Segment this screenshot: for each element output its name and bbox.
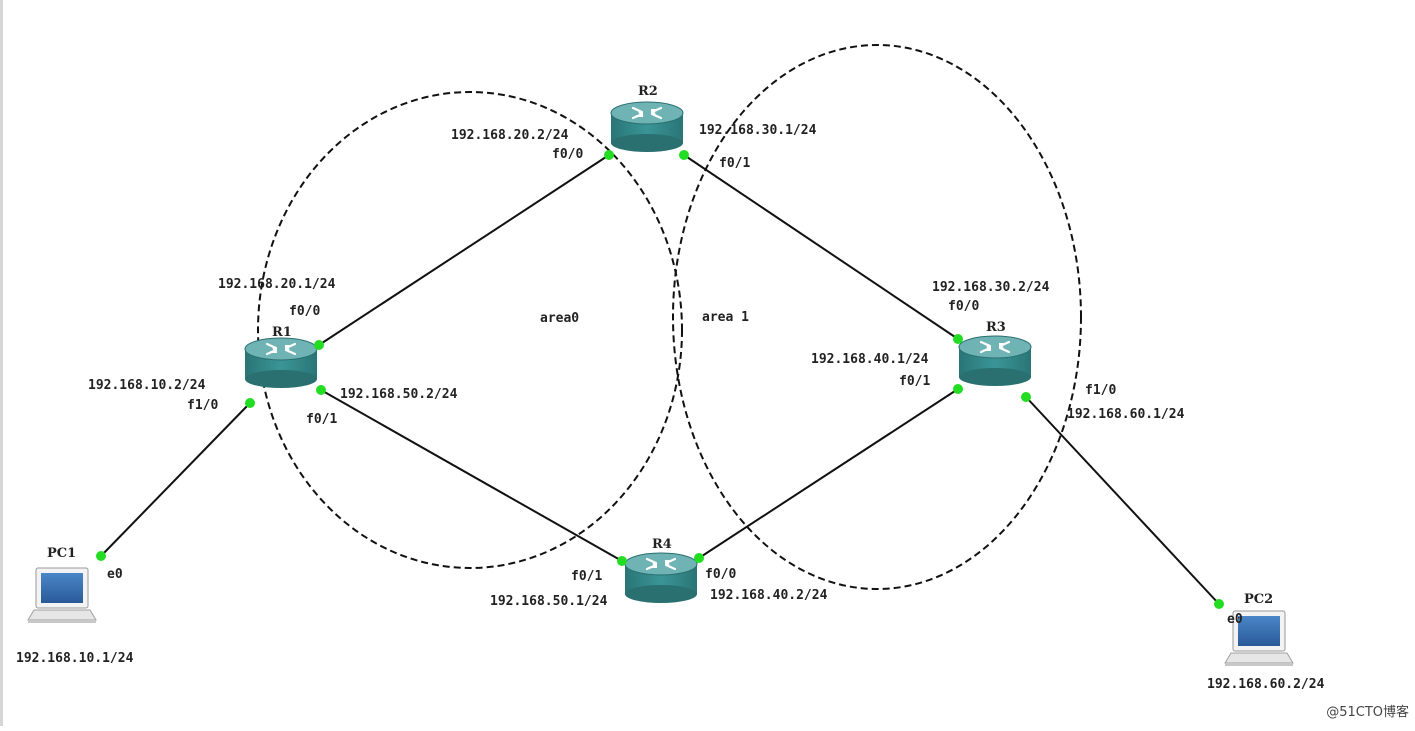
- link-r3-r4[interactable]: [698, 388, 959, 559]
- port-dot-pc1-e0: [96, 551, 106, 561]
- r4-f01-ip-label: 192.168.50.1/24: [490, 594, 608, 609]
- r2-f01-port-label: f0/1: [719, 156, 750, 171]
- router-name-r3: R3: [986, 320, 1006, 335]
- link-r1-r4[interactable]: [320, 389, 623, 562]
- link-r3-pc2[interactable]: [1025, 396, 1220, 605]
- port-dot-r4-f00: [694, 553, 704, 563]
- port-dot-r1-f01: [316, 385, 326, 395]
- port-dot-r3-f10: [1021, 392, 1031, 402]
- router-r4[interactable]: [623, 551, 699, 605]
- port-dot-r4-f01: [617, 556, 627, 566]
- router-r1[interactable]: [243, 336, 319, 390]
- r1-f00-ip-label: 192.168.20.1/24: [218, 277, 336, 292]
- port-dot-r3-f01: [953, 384, 963, 394]
- pc2-port-label: e0: [1227, 612, 1243, 627]
- r3-f10-port-label: f1/0: [1085, 383, 1116, 398]
- r2-f01-ip-label: 192.168.30.1/24: [699, 123, 817, 138]
- r3-f01-ip-label: 192.168.40.1/24: [811, 352, 929, 367]
- link-r2-r3[interactable]: [683, 154, 959, 340]
- area0-boundary: [257, 91, 683, 569]
- area1-label: area 1: [702, 310, 749, 325]
- r1-f00-port-label: f0/0: [289, 304, 320, 319]
- r4-f00-port-label: f0/0: [705, 567, 736, 582]
- r2-f00-port-label: f0/0: [552, 147, 583, 162]
- link-r1-r2[interactable]: [318, 154, 610, 346]
- router-icon: [623, 551, 699, 605]
- pc-name-pc2: PC2: [1244, 592, 1273, 607]
- canvas-left-border: [0, 0, 3, 726]
- router-r3[interactable]: [957, 334, 1033, 388]
- r4-f00-ip-label: 192.168.40.2/24: [710, 588, 828, 603]
- pc1-port-label: e0: [107, 567, 123, 582]
- router-name-r1: R1: [272, 325, 292, 340]
- port-dot-r2-f01: [679, 150, 689, 160]
- r3-f00-ip-label: 192.168.30.2/24: [932, 280, 1050, 295]
- pc2-ip-label: 192.168.60.2/24: [1207, 677, 1325, 692]
- router-icon: [957, 334, 1033, 388]
- computer-icon: [27, 567, 97, 624]
- router-icon: [243, 336, 319, 390]
- port-dot-r1-f00: [314, 340, 324, 350]
- r1-f01-port-label: f0/1: [306, 412, 337, 427]
- router-icon: [609, 100, 685, 154]
- watermark: @51CTO博客: [1326, 705, 1409, 720]
- pc-pc1[interactable]: [27, 567, 97, 624]
- r2-f00-ip-label: 192.168.20.2/24: [451, 128, 569, 143]
- router-name-r2: R2: [638, 84, 658, 99]
- port-dot-r3-f00: [953, 334, 963, 344]
- port-dot-pc2-e0: [1214, 599, 1224, 609]
- port-dot-r2-f00: [604, 150, 614, 160]
- router-r2[interactable]: [609, 100, 685, 154]
- r3-f01-port-label: f0/1: [899, 374, 930, 389]
- port-dot-r1-f10: [245, 398, 255, 408]
- router-name-r4: R4: [652, 537, 672, 552]
- pc1-ip-label: 192.168.10.1/24: [16, 651, 134, 666]
- r3-f00-port-label: f0/0: [948, 299, 979, 314]
- r1-f10-port-label: f1/0: [187, 398, 218, 413]
- r1-f10-ip-label: 192.168.10.2/24: [88, 378, 206, 393]
- pc-name-pc1: PC1: [47, 546, 76, 561]
- r1-f01-ip-label: 192.168.50.2/24: [340, 387, 458, 402]
- r3-f10-ip-label: 192.168.60.1/24: [1067, 407, 1185, 422]
- link-r1-pc1[interactable]: [100, 402, 251, 557]
- area0-label: area0: [540, 311, 579, 326]
- area1-boundary: [672, 44, 1082, 590]
- r4-f01-port-label: f0/1: [571, 569, 602, 584]
